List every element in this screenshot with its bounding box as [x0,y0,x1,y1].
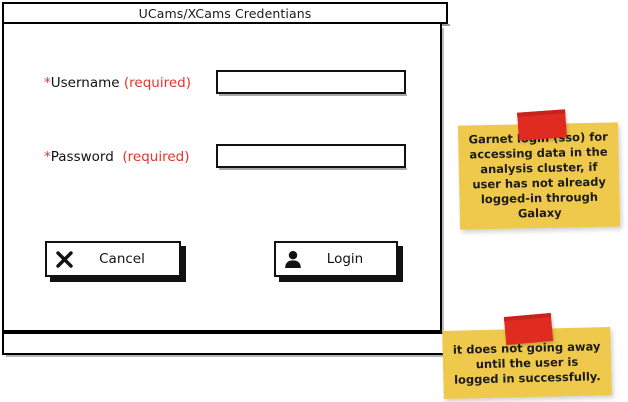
login-button-shadow-bottom [279,277,403,282]
username-label: *Username (required) [44,75,191,91]
cancel-button-shadow-bottom [50,277,186,282]
username-required-asterisk: * [44,75,51,91]
annotation-note-persistence-text: it does not going away until the user is… [452,338,601,387]
username-label-text: Username [50,75,120,91]
annotation-note-garnet-login-text: Garnet login (sso) for accessing data in… [468,129,608,221]
username-input-shadow [219,94,407,96]
dialog-title: UCams/XCams Credentians [138,5,312,21]
user-person-icon [276,250,310,269]
cancel-button-shadow-right [181,246,186,282]
username-input[interactable] [216,70,406,94]
form-row-username: *Username (required) [4,68,444,98]
cancel-button[interactable]: Cancel [45,241,181,277]
password-required-asterisk: * [44,149,51,165]
login-button-shadow-right [398,246,403,282]
password-required-hint: (required) [122,149,190,165]
dialog-footer-bar [2,332,448,355]
dialog-body: *Username (required) *Password (required… [2,24,442,332]
cancel-button-label: Cancel [99,251,145,267]
close-x-icon [47,250,81,269]
dialog-title-bar: UCams/XCams Credentians [2,2,448,24]
form-row-password: *Password (required) [4,142,444,172]
tape-strip-icon-2 [503,313,554,345]
password-label: *Password (required) [44,149,190,165]
dialog-body-shadow [442,28,444,332]
username-required-hint: (required) [123,75,191,91]
password-label-text: Password [50,149,114,165]
dialog-footer-shadow [6,355,450,357]
tape-strip-icon-1 [517,109,567,141]
login-button[interactable]: Login [274,241,398,277]
login-button-label: Login [326,251,364,267]
password-input-shadow [219,168,407,170]
credentials-dialog-window: UCams/XCams Credentians *Username (requi… [2,2,450,357]
password-input[interactable] [216,144,406,168]
